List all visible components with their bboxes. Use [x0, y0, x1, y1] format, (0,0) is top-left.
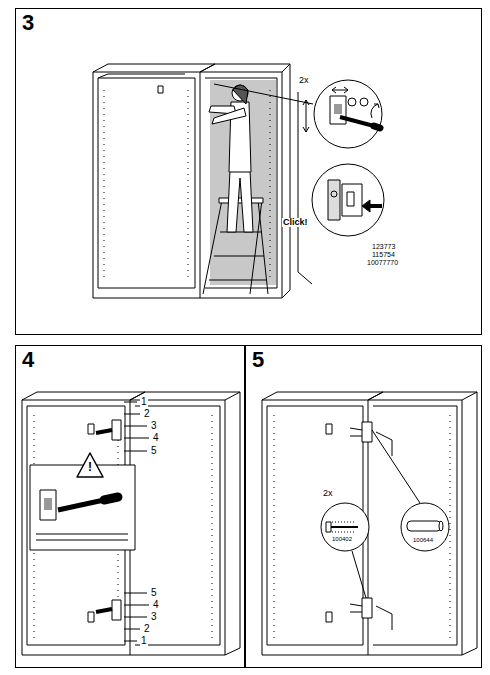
adjust-arrow [303, 100, 309, 132]
quantity-label: 2x [298, 76, 310, 85]
callout-number: 3 [150, 421, 158, 431]
quantity-label: 2x [322, 489, 334, 498]
wardrobe-frame [368, 392, 477, 655]
callout-number: 2 [143, 624, 151, 634]
callout-number: 2 [143, 409, 151, 419]
callout-number: 5 [150, 588, 158, 598]
step-panel: 5 [245, 345, 482, 668]
step-number: 3 [22, 12, 34, 34]
callout-number: 3 [150, 612, 158, 622]
detail-circle [312, 164, 384, 236]
step-panel: 3 [15, 8, 482, 335]
warning-inset [30, 453, 135, 550]
click-label: Click! [282, 218, 309, 227]
callout-number: 4 [152, 600, 160, 610]
detail-circle [401, 503, 449, 551]
part-number: 10077770 [366, 259, 399, 266]
part-number: 115754 [371, 251, 396, 258]
wardrobe-frame [93, 64, 215, 298]
part-number: 100402 [331, 536, 353, 542]
callout-number: 1 [140, 397, 148, 407]
person [209, 85, 253, 232]
wardrobe-frame [130, 392, 240, 655]
step-number: 5 [252, 349, 264, 371]
detail-circle [321, 503, 369, 551]
callout-number: 4 [152, 433, 160, 443]
wardrobe-frame [200, 64, 290, 298]
leader-line [214, 84, 313, 104]
wardrobe-frame [262, 392, 383, 655]
wall-line [298, 92, 312, 284]
callout-number: 5 [150, 446, 158, 456]
callout-number: 1 [140, 636, 148, 646]
warning-mark: ! [87, 461, 93, 473]
detail-circle [314, 80, 382, 148]
part-number: 100644 [412, 537, 434, 543]
part-number: 123773 [371, 243, 396, 250]
step-number: 4 [22, 349, 34, 371]
wardrobe-frame [22, 392, 145, 655]
step-panel: 4 [15, 345, 245, 668]
